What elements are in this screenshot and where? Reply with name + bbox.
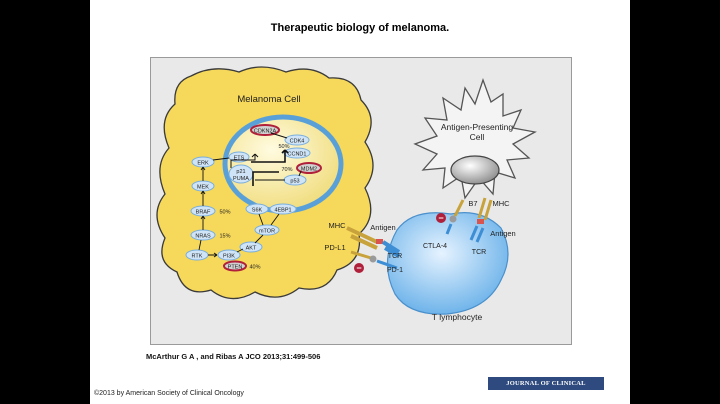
node-s6k [245, 203, 269, 215]
node-cdkn2a [250, 124, 280, 136]
node-mdm2-label: MDM2 [301, 167, 317, 173]
node-erk-label: ERK [197, 161, 209, 167]
node-puma-label: PUMA [233, 176, 249, 182]
mhc-right-molecule [477, 197, 493, 221]
copyright: ©2013 by American Society of Clinical On… [94, 390, 244, 397]
node-mek-label: MEK [197, 185, 209, 191]
mtor-to-4ebp1-arrow [270, 213, 280, 226]
erk-to-ets-arrow [212, 157, 230, 161]
nras-to-braf-arrow [200, 215, 206, 230]
node-ccnd1-label: CCND1 [288, 152, 307, 158]
rtk-to-nras-arrow [198, 239, 202, 251]
pi3k-to-akt-arrow [236, 248, 244, 253]
rtk-to-pi3k-arrow [208, 252, 218, 258]
antigen-right-label: Antigen [490, 229, 515, 238]
inhibit-symbol-ctla4-sign: − [438, 213, 443, 223]
node-akt [239, 241, 263, 253]
node-ccnd1 [283, 147, 311, 159]
journal-logo: JOURNAL OF CLINICAL ONCOLOGY [488, 377, 604, 400]
node-rtk-label: RTK [192, 254, 203, 260]
node-braf-label: BRAF [196, 210, 211, 216]
tcr-right-label: TCR [472, 249, 486, 256]
ctla4-label: CTLA-4 [423, 243, 447, 250]
p53-promoter-arrow [252, 171, 279, 186]
pct-pten: 40% [249, 265, 260, 271]
pdl1-label: PD-L1 [324, 243, 345, 252]
node-ets-label: ETS [234, 156, 245, 162]
node-4ebp1 [269, 203, 297, 215]
tcr-left-molecule [381, 240, 401, 258]
slide-title: Therapeutic biology of melanoma. [270, 22, 450, 34]
b7-head [449, 215, 457, 223]
braf-to-mek-arrow [200, 190, 206, 206]
slide: Therapeutic biology of melanoma. Mel [90, 0, 630, 404]
node-s6k-label: S6K [252, 208, 263, 214]
mtor-to-s6k-arrow [258, 213, 264, 226]
pdl1-molecule [350, 250, 372, 260]
pdl1-head [369, 255, 377, 263]
node-mtor [254, 224, 280, 236]
node-cdk4-label: CDK4 [290, 139, 305, 145]
t-lymphocyte [386, 212, 509, 315]
antigen-presenting-cell [413, 78, 537, 200]
akt-to-mtor-arrow [254, 234, 264, 244]
citation: McArthur G A , and Ribas A JCO 2013;31:4… [146, 352, 321, 361]
pct-cdk4: 50% [278, 144, 289, 150]
cdkn2a-to-cdk4-arrow [270, 132, 288, 139]
pct-mdm2: 70% [281, 167, 292, 173]
node-cdk4 [284, 134, 310, 146]
mhc-left-molecule-2 [350, 234, 378, 250]
melanoma-biology-figure: Melanoma Cell Antigen-Presenting Cell T … [150, 57, 572, 345]
b7-molecule [453, 199, 465, 217]
mek-to-erk-arrow [200, 166, 206, 181]
pd1-label: PD-1 [387, 267, 403, 274]
melanoma-cell-label: Melanoma Cell [237, 94, 300, 105]
inhibit-symbol-pd1-sign: − [356, 263, 361, 273]
tcr-right-molecule [469, 225, 485, 243]
ets-to-ccnd1-arrow [251, 149, 289, 163]
pct-nras: 15% [219, 234, 230, 240]
antigen-left-peptide [376, 239, 383, 244]
b7-label: B7 [468, 199, 477, 208]
node-pi3k [217, 249, 241, 261]
mdm2-to-p53-arrow [298, 170, 302, 177]
node-mtor-label: mTOR [259, 229, 275, 235]
antigen-right-peptide [477, 219, 484, 224]
node-mdm2 [296, 162, 322, 174]
figure-svg: Melanoma Cell Antigen-Presenting Cell T … [156, 66, 537, 322]
node-pten [223, 260, 247, 272]
node-nras-label: NRAS [195, 234, 211, 240]
node-4ebp1-label: 4EBP1 [274, 208, 291, 214]
inhibit-symbol-ctla4 [436, 213, 446, 223]
apc-label-line2: Cell [470, 132, 485, 142]
t-lymphocyte-label: T lymphocyte [432, 312, 483, 322]
node-p53-label: p53 [290, 179, 299, 185]
mhc-left-label: MHC [328, 221, 346, 230]
antigen-left-label: Antigen [370, 223, 395, 232]
melanoma-nucleus [222, 114, 344, 214]
pct-braf: 50% [219, 210, 230, 216]
mhc-right-label: MHC [492, 199, 510, 208]
apc-label-line1: Antigen-Presenting [441, 122, 514, 132]
pd1-molecule [376, 259, 398, 270]
inhibit-symbol-pd1 [354, 263, 364, 273]
tcr-left-label: TCR [388, 253, 402, 260]
apc-nucleus [450, 155, 500, 185]
node-pten-label: PTEN [228, 265, 243, 271]
ets-promoter-arrow [230, 153, 259, 168]
node-pi3k-label: PI3K [223, 254, 235, 260]
mhc-left-molecule [346, 226, 378, 244]
ctla4-molecule [445, 223, 453, 235]
node-akt-label: AKT [246, 246, 257, 252]
node-p21-label: p21 [236, 169, 245, 175]
node-cdkn2a-label: CDKN2A [254, 129, 277, 135]
